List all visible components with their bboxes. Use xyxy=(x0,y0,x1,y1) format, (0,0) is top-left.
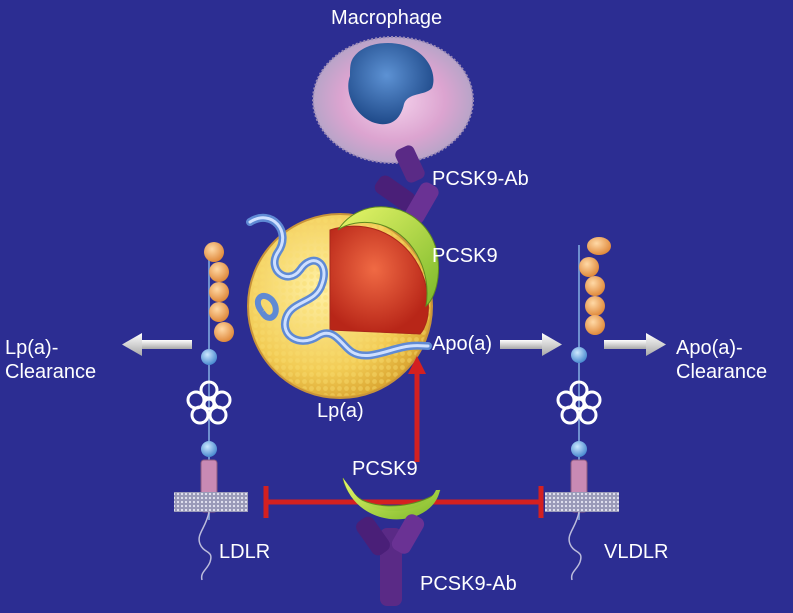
label-lpa: Lp(a) xyxy=(317,400,364,422)
label-pcsk9-bottom: PCSK9 xyxy=(352,458,418,480)
inhibition-bar xyxy=(263,486,544,518)
activation-arrow xyxy=(408,356,426,462)
vldlr-beads xyxy=(579,257,605,335)
label-pcsk9-top: PCSK9 xyxy=(432,245,498,267)
label-apoa-clearance-line2: Clearance xyxy=(676,361,768,383)
label-lpa-clearance-line2: Clearance xyxy=(5,361,97,383)
lpa-particle xyxy=(246,213,433,399)
label-lpa-clearance: Lp(a)- Clearance xyxy=(5,336,96,384)
arrow-icon-lpa-clearance xyxy=(122,333,192,356)
vldlr-propeller xyxy=(556,380,602,425)
arrow-icon-apoa-clearance xyxy=(604,333,666,356)
label-apoa-clearance: Apo(a)- Clearance xyxy=(676,336,767,384)
arrow-icon-apoa-to-vldlr xyxy=(500,333,562,356)
antibody-icon-bottom xyxy=(356,514,425,606)
vldl-receptor xyxy=(545,237,619,581)
label-pcsk9-ab-bottom: PCSK9-Ab xyxy=(420,573,517,595)
label-macrophage: Macrophage xyxy=(331,7,443,29)
label-lpa-clearance-line1: Lp(a)- xyxy=(5,337,59,359)
macrophage-nucleus xyxy=(348,42,434,125)
ldlr-propeller xyxy=(186,380,232,425)
pcsk9-crescent-top xyxy=(337,206,439,308)
ldlr-beads xyxy=(204,242,234,342)
label-apoa-clearance-line1: Apo(a)- xyxy=(676,337,743,359)
label-apoa: Apo(a) xyxy=(432,333,493,355)
label-pcsk9-ab-top: PCSK9-Ab xyxy=(432,168,529,190)
macrophage-cell xyxy=(312,36,474,164)
antibody-icon-top xyxy=(374,145,439,224)
ldl-receptor xyxy=(174,242,248,581)
label-vldlr: VLDLR xyxy=(604,541,669,563)
label-ldlr: LDLR xyxy=(219,541,271,563)
